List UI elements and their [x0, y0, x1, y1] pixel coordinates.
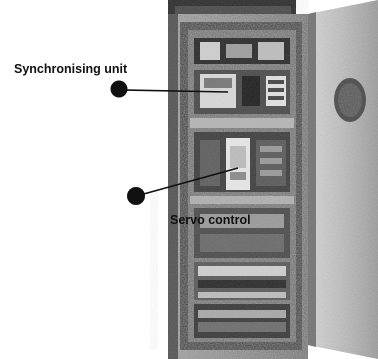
- callout-label-synchronising-unit: Synchronising unit: [14, 62, 128, 76]
- scan-artefact: [150, 190, 158, 350]
- callout-leader-synchronising-unit: [110, 80, 229, 98]
- callout-leader-servo-control: [127, 167, 239, 205]
- cabinet-door: [308, 0, 378, 359]
- cabinet-grain-overlay: [168, 0, 308, 359]
- callout-label-servo-control: Servo control: [170, 213, 251, 227]
